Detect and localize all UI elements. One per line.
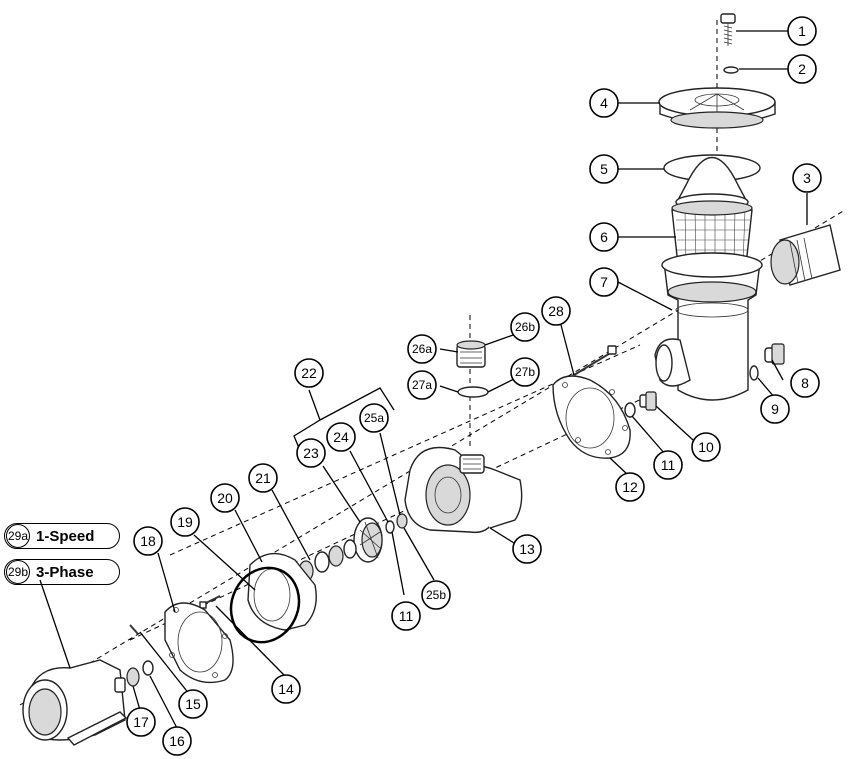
part-spacer	[142, 660, 154, 676]
svg-text:1: 1	[798, 23, 806, 39]
svg-text:9: 9	[771, 401, 779, 417]
part-plug-oring	[624, 402, 636, 418]
svg-text:24: 24	[333, 429, 349, 445]
svg-text:19: 19	[177, 514, 193, 530]
svg-text:4: 4	[600, 95, 608, 111]
svg-text:28: 28	[548, 303, 564, 319]
callout: 5	[589, 154, 619, 184]
svg-text:14: 14	[278, 681, 294, 697]
callout: 27a	[407, 370, 437, 400]
part-small-bolt	[199, 595, 221, 609]
svg-text:27b: 27b	[515, 365, 535, 379]
callout: 12	[615, 472, 645, 502]
callout: 23	[296, 438, 326, 468]
leader-lines	[39, 30, 808, 731]
callout: 11	[391, 601, 421, 631]
part-knob-screw	[720, 13, 736, 46]
part-long-bolt	[573, 345, 617, 376]
part-pump-volute	[404, 446, 523, 534]
part-adapter-fitting	[456, 340, 486, 368]
callout: 17	[126, 707, 156, 737]
svg-text:23: 23	[303, 445, 319, 461]
part-union-coupling	[770, 224, 841, 286]
callout: 13	[512, 534, 542, 564]
part-drain-plug	[764, 343, 785, 365]
callout: 15	[178, 689, 208, 719]
callout: 26a	[407, 334, 437, 364]
callout: 26b	[510, 312, 540, 342]
part-shaft-seal	[396, 513, 408, 529]
svg-text:25a: 25a	[364, 411, 384, 425]
part-adapter-oring	[457, 386, 489, 398]
part-strainer-housing	[654, 252, 763, 401]
svg-text:26a: 26a	[412, 342, 432, 356]
motor-option-id: 29a	[6, 524, 30, 548]
callout: 27b	[510, 357, 540, 387]
part-drain-oring	[749, 365, 759, 381]
callout: 21	[248, 463, 278, 493]
callout: 25b	[421, 580, 451, 610]
part-strainer-basket	[671, 156, 753, 266]
motor-option-3-phase: 29b 3-Phase	[4, 559, 120, 585]
svg-text:18: 18	[140, 533, 156, 549]
svg-text:26b: 26b	[515, 320, 535, 334]
svg-text:25b: 25b	[426, 588, 446, 602]
part-screw	[129, 624, 139, 635]
part-impeller	[353, 517, 383, 563]
callout: 11	[653, 450, 683, 480]
callout: 25a	[359, 403, 389, 433]
motor-option-id: 29b	[6, 560, 30, 584]
part-plug	[639, 391, 657, 411]
svg-text:27a: 27a	[412, 378, 432, 392]
svg-text:10: 10	[698, 439, 714, 455]
callout: 10	[691, 432, 721, 462]
svg-text:13: 13	[519, 541, 535, 557]
callouts: 1 2 3 4 5 6 7 8 9 10 11 11 12 13 14 15 1…	[126, 16, 822, 756]
svg-text:16: 16	[169, 733, 185, 749]
callout: 22	[294, 358, 324, 388]
svg-text:20: 20	[217, 490, 233, 506]
svg-text:3: 3	[803, 170, 811, 186]
callout: 4	[589, 88, 619, 118]
svg-text:15: 15	[185, 696, 201, 712]
svg-text:11: 11	[399, 608, 414, 624]
svg-text:8: 8	[801, 375, 809, 391]
svg-text:11: 11	[661, 457, 676, 473]
callout: 18	[133, 526, 163, 556]
callout: 28	[541, 296, 571, 326]
callout: 19	[170, 507, 200, 537]
svg-text:2: 2	[798, 61, 806, 77]
part-seal-plate	[552, 375, 631, 459]
callout: 7	[589, 267, 619, 297]
part-slinger	[126, 667, 140, 687]
callout: 20	[210, 483, 240, 513]
motor-option-label: 1-Speed	[36, 527, 95, 545]
svg-text:12: 12	[622, 479, 638, 495]
callout: 3	[792, 163, 822, 193]
svg-text:5: 5	[600, 161, 608, 177]
svg-text:17: 17	[133, 714, 149, 730]
svg-text:6: 6	[600, 229, 608, 245]
callout: 24	[326, 422, 356, 452]
callout: 1	[787, 16, 817, 46]
svg-text:22: 22	[301, 365, 317, 381]
part-strainer-lid	[658, 87, 776, 129]
callout: 8	[790, 368, 820, 398]
callout: 2	[787, 54, 817, 84]
part-mounting-plate	[164, 602, 234, 684]
motor-option-1-speed: 29a 1-Speed	[4, 523, 120, 549]
callout: 16	[162, 726, 192, 756]
part-motor	[22, 659, 128, 746]
part-washer	[723, 66, 739, 74]
callout: 6	[589, 222, 619, 252]
motor-option-label: 3-Phase	[36, 563, 94, 581]
part-impeller-seal	[385, 520, 395, 534]
svg-text:7: 7	[600, 274, 608, 290]
callout: 14	[271, 674, 301, 704]
svg-text:21: 21	[255, 470, 271, 486]
callout: 9	[760, 394, 790, 424]
part-seal-kit	[298, 539, 357, 582]
